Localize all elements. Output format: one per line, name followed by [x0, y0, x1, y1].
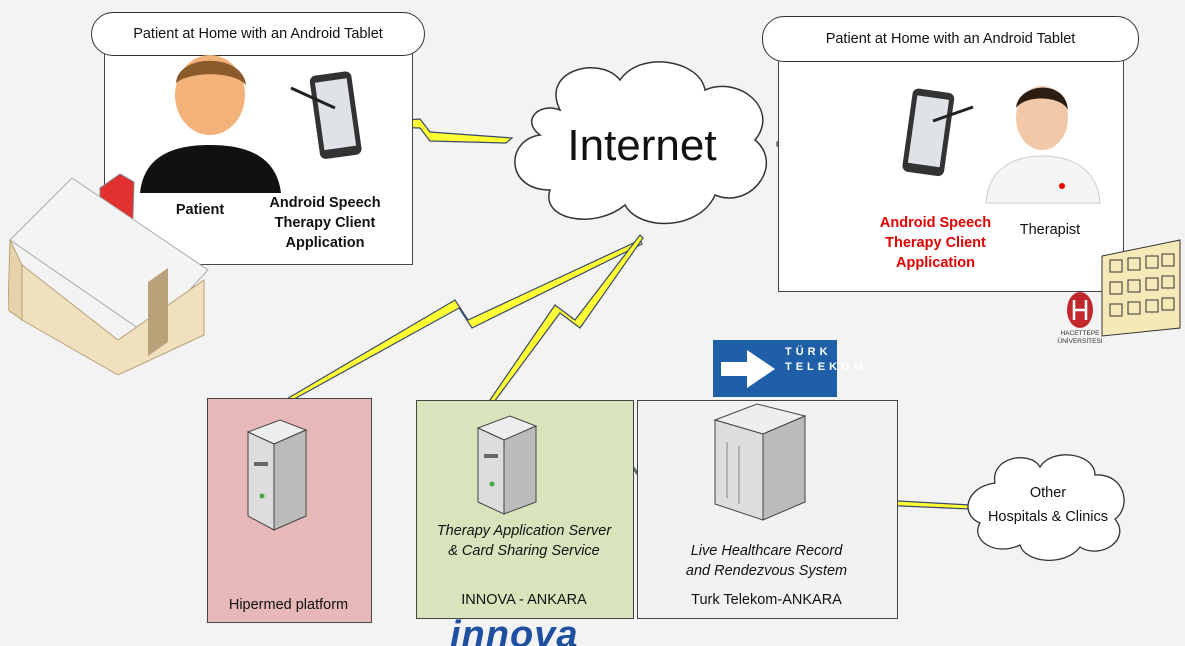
- therapy-server-label: Therapy Application Server & Card Sharin…: [416, 521, 632, 561]
- healthcare-system-line2: and Rendezvous System: [685, 563, 848, 579]
- innova-logo: innova: [450, 616, 610, 646]
- client-right-line1: Android Speech: [879, 215, 992, 231]
- tablet-left-icon: [290, 71, 362, 159]
- other-hospitals-line1: Other: [1030, 485, 1066, 501]
- therapist-avatar-icon: [985, 86, 1101, 204]
- internet-label: Internet: [567, 121, 716, 170]
- client-left-line1: Android Speech: [269, 195, 381, 211]
- telekom-logo-text: TÜRK TELEKOM: [785, 346, 867, 373]
- server-innova-icon: [476, 415, 538, 515]
- header-left-text: Patient at Home with an Android Tablet: [133, 26, 383, 42]
- therapist-label: Therapist: [1019, 222, 1081, 238]
- therapy-server-line1: Therapy Application Server: [436, 523, 612, 539]
- client-right-label: Android Speech Therapy Client Applicatio…: [858, 213, 1013, 273]
- link-internet-hipermed: [284, 239, 643, 404]
- healthcare-system-label: Live Healthcare Record and Rendezvous Sy…: [637, 541, 896, 581]
- house-icon: [8, 173, 209, 375]
- innova-logo-text: innova: [450, 616, 579, 646]
- tablet-right-icon: [902, 88, 974, 177]
- telekom-location-label: Turk Telekom-ANKARA: [691, 592, 842, 608]
- patient-home-panel: [104, 40, 413, 265]
- other-hospitals-line2: Hospitals & Clinics: [988, 509, 1108, 525]
- hacettepe-logo-text: HACETTEPE ÜNİVERSİTESİ: [1057, 330, 1103, 345]
- link-internet-innova: [489, 234, 644, 403]
- client-left-line2: Therapy Client: [274, 215, 376, 231]
- client-left-label: Android Speech Therapy Client Applicatio…: [245, 193, 405, 253]
- patient-avatar-icon: [140, 55, 281, 193]
- hospital-building-icon: [1101, 239, 1181, 337]
- header-right: Patient at Home with an Android Tablet: [762, 16, 1139, 62]
- server-hipermed-icon: [246, 419, 308, 531]
- internet-cloud-icon: Internet: [514, 61, 768, 225]
- server-telekom-icon: [713, 403, 807, 521]
- client-right-line2: Therapy Client: [885, 235, 986, 251]
- innova-location-label: INNOVA - ANKARA: [461, 592, 587, 608]
- client-left-line3: Application: [285, 235, 365, 251]
- therapy-server-line2: & Card Sharing Service: [448, 543, 600, 559]
- header-left: Patient at Home with an Android Tablet: [91, 12, 425, 56]
- client-right-line3: Application: [896, 255, 975, 271]
- patient-label: Patient: [175, 202, 225, 218]
- header-right-text: Patient at Home with an Android Tablet: [825, 31, 1076, 47]
- telekom-logo-arrow-icon: [721, 350, 775, 388]
- hacettepe-logo-icon: [1067, 292, 1093, 328]
- hipermed-label: Hipermed platform: [228, 597, 349, 613]
- other-hospitals-cloud-icon: Other Hospitals & Clinics: [967, 454, 1125, 561]
- telekom-logo: TÜRK TELEKOM: [713, 340, 867, 397]
- healthcare-system-line1: Live Healthcare Record: [690, 543, 843, 559]
